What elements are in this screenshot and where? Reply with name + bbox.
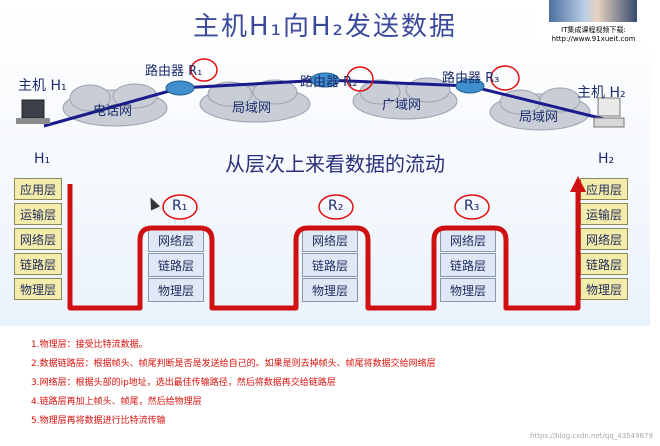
- layer-transport: 运输层: [14, 203, 62, 225]
- router-r2-label: 路由器 R₂: [300, 75, 358, 90]
- presenter-box: IT集成课程视频下载: http://www.91xueit.com: [537, 0, 650, 46]
- slide-title: 主机H₁向H₂发送数据: [193, 12, 457, 42]
- network-topology: [16, 58, 625, 131]
- data-flow-overlay: [67, 176, 586, 311]
- network-label-phone: 电话网: [93, 104, 133, 119]
- note-link-reencap: 4.链路层再加上帧头、帧尾，然后给物理层: [31, 397, 202, 407]
- note-link: 2.数据链路层：根据帧头、帧尾判断是否是发送给自己的。如果是则去掉帧头、帧尾将数…: [31, 359, 436, 369]
- layer-physical: 物理层: [440, 278, 496, 302]
- layer-link: 链路层: [302, 253, 358, 277]
- notes-list: 1.物理层：接受比特流数据。 2.数据链路层：根据帧头、帧尾判断是否是发送给自己…: [31, 336, 436, 431]
- note-network: 3.网络层：根据头部的ip地址，选出最佳传输路径，然后将数据再交给链路层: [31, 378, 336, 388]
- router-icons: [165, 72, 485, 96]
- layer-application: 应用层: [14, 178, 62, 200]
- layer-application: 应用层: [580, 178, 628, 200]
- presenter-caption-2: http://www.91xueit.com: [551, 35, 636, 43]
- stack-r1-label: R₁: [172, 198, 188, 214]
- network-label-lan2: 局域网: [519, 110, 559, 125]
- stack-h1-label: H₁: [34, 151, 51, 167]
- stack-highlight-circles: [162, 194, 490, 220]
- watermark: https://blog.csdn.net/qq_43549679: [530, 432, 653, 440]
- router-highlight-circles: [190, 58, 520, 92]
- router-r1-label: 路由器 R₁: [145, 64, 203, 79]
- layer-link: 链路层: [148, 253, 204, 277]
- host-h1-label: 主机 H₁: [18, 78, 67, 94]
- note-physical: 1.物理层：接受比特流数据。: [31, 340, 148, 350]
- laptop-icon: [16, 99, 50, 124]
- data-flow-path: [67, 184, 581, 311]
- layer-link: 链路层: [440, 253, 496, 277]
- network-label-wan: 广域网: [382, 98, 422, 113]
- stack-h2-label: H₂: [598, 151, 615, 167]
- presenter-photo: [549, 0, 637, 22]
- note-physical-send: 5.物理层再将数据进行比特流传输: [31, 416, 166, 426]
- data-flow-arrowhead: [570, 176, 586, 192]
- layer-transport: 运输层: [580, 203, 628, 225]
- layer-physical: 物理层: [302, 278, 358, 302]
- stack-r2-label: R₂: [328, 198, 344, 214]
- layer-link: 链路层: [580, 253, 628, 275]
- layer-physical: 物理层: [148, 278, 204, 302]
- slide-subtitle: 从层次上来看数据的流动: [225, 152, 445, 176]
- layer-network: 网络层: [14, 228, 62, 250]
- network-label-lan1: 局域网: [232, 101, 272, 116]
- lecture-slide: 主机H₁向H₂发送数据 IT集成课程视频下载: http://www.91xue…: [0, 0, 650, 326]
- stack-r3-label: R₃: [464, 198, 480, 214]
- layer-network: 网络层: [440, 228, 496, 252]
- desktop-icon: [593, 97, 625, 128]
- router-r3-label: 路由器 R₃: [442, 71, 500, 86]
- layer-physical: 物理层: [14, 278, 62, 300]
- layer-network: 网络层: [302, 228, 358, 252]
- presenter-caption-1: IT集成课程视频下载:: [561, 26, 626, 34]
- host-h2-label: 主机 H₂: [577, 85, 626, 101]
- layer-link: 链路层: [14, 253, 62, 275]
